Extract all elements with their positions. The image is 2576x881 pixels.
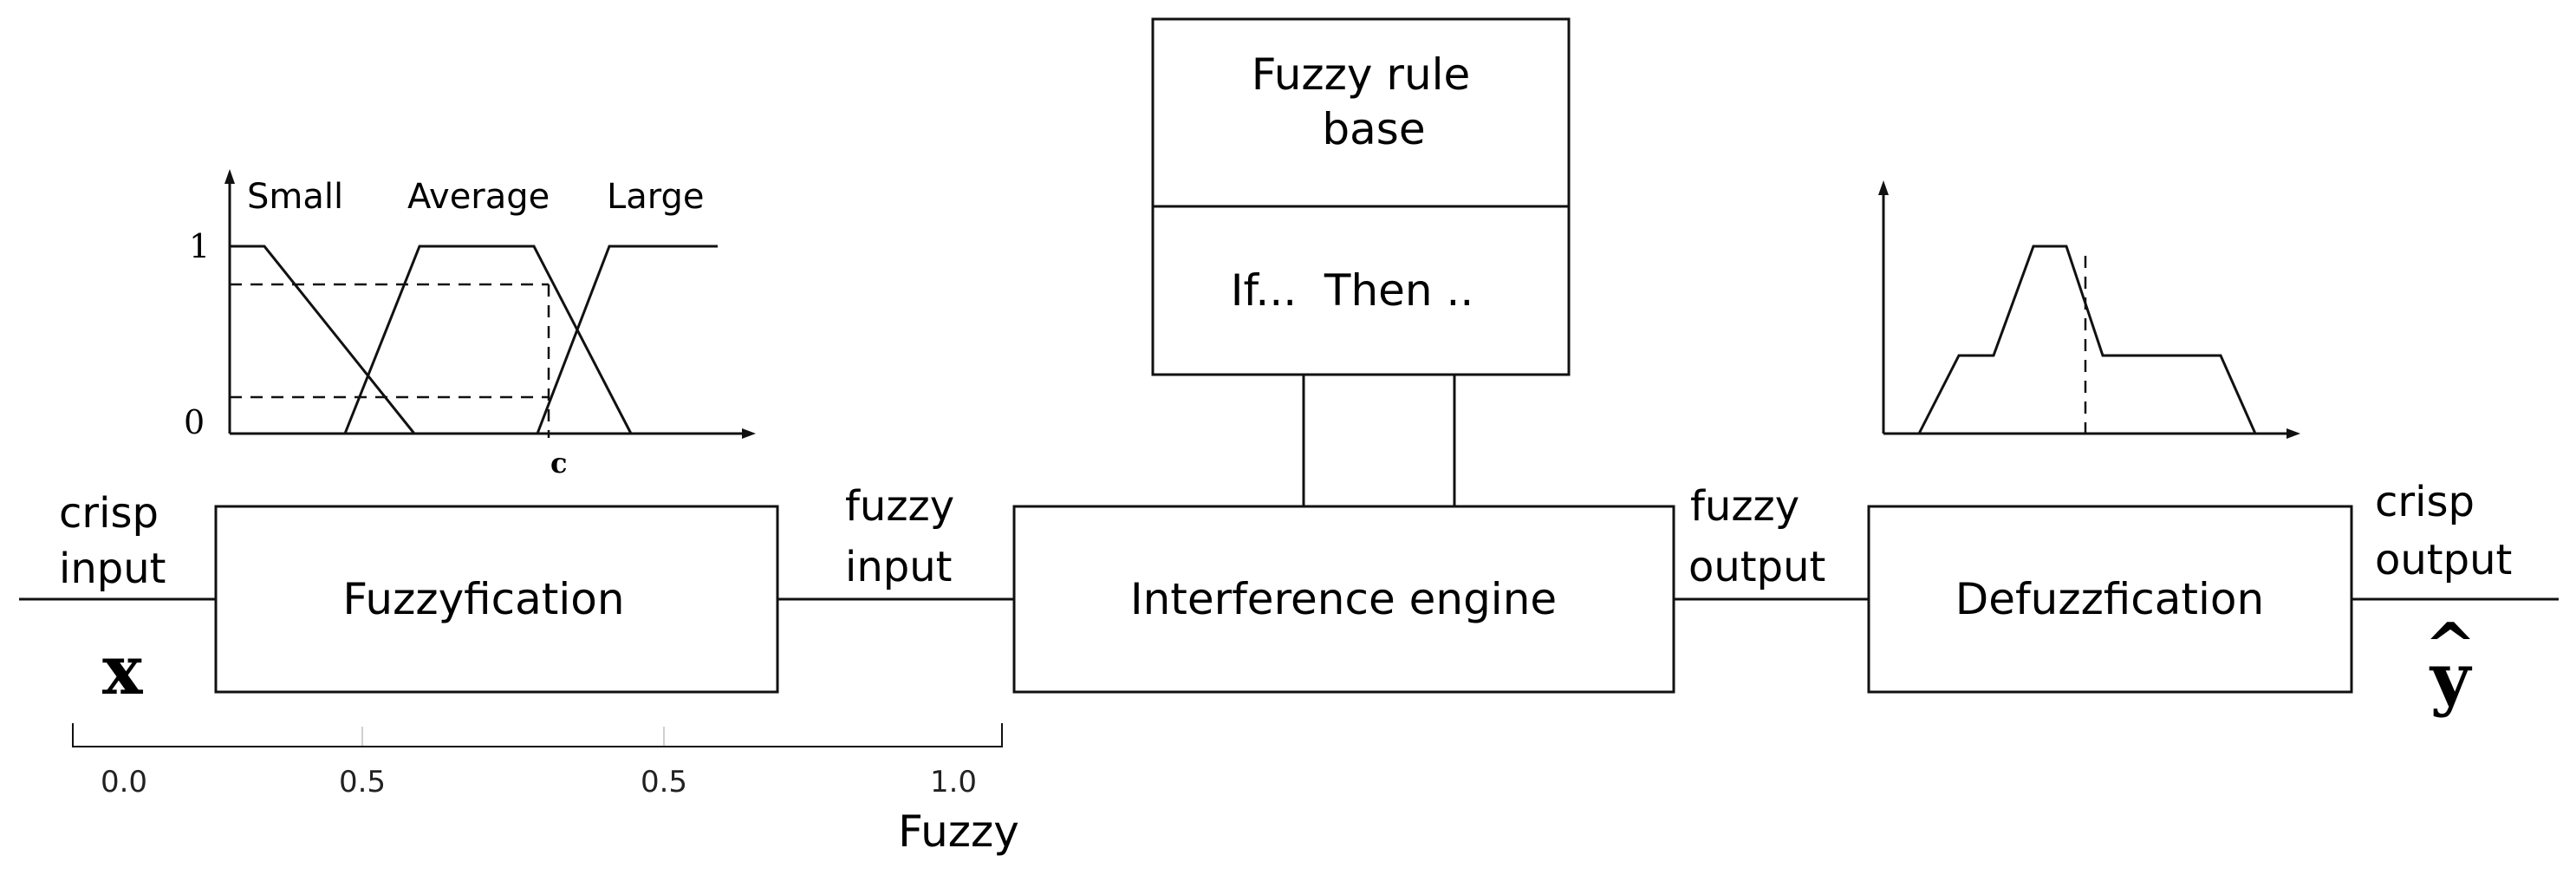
fuzzy-output-label-2: output <box>1688 543 1825 591</box>
fuzzy-input-label-1: fuzzy <box>845 482 954 531</box>
crisp-input-symbol-x: x <box>102 631 144 710</box>
scale-tick-label: 0.0 <box>101 765 147 799</box>
arrow-right-icon <box>742 428 756 439</box>
membership-label-average: Average <box>407 177 550 217</box>
scale-tick-label: 0.5 <box>641 765 687 799</box>
membership-marker-c: c <box>550 447 567 480</box>
membership-label-small: Small <box>247 177 343 217</box>
defuzzification-block <box>1867 505 2353 694</box>
scale-label: Fuzzy <box>898 806 1019 857</box>
crisp-output-symbol-y: y <box>2429 637 2473 719</box>
rule-base-title-line2: base <box>1322 104 1425 154</box>
rule-base-title-line1: Fuzzy rule <box>1252 49 1471 100</box>
defuzzification-label: Defuzzfication <box>1955 574 2264 624</box>
output-hat-accent: ^ <box>2424 609 2476 682</box>
scale-tick-label: 0.5 <box>339 765 386 799</box>
membership-tick-one: 1 <box>189 227 210 265</box>
inference-engine-block <box>1012 505 1675 694</box>
crisp-output-label-1: crisp <box>2375 478 2475 526</box>
output-plot <box>1878 180 2300 439</box>
crisp-output-label-2: output <box>2375 536 2512 584</box>
fuzzification-label: Fuzzyfication <box>342 574 624 624</box>
membership-label-large: Large <box>607 177 705 217</box>
inference-engine-label: Interference engine <box>1130 574 1557 624</box>
fuzzification-block <box>214 505 779 694</box>
membership-curve-large <box>536 245 718 434</box>
fuzzy-output-label-1: fuzzy <box>1690 482 1799 531</box>
arrow-up-icon <box>224 169 235 184</box>
fuzzy-scale: 0.0 0.5 0.5 1.0 Fuzzy <box>72 723 1019 857</box>
output-curve <box>1917 245 2257 434</box>
crisp-input-label-2: input <box>59 545 166 593</box>
crisp-input-label-1: crisp <box>59 489 159 538</box>
membership-curve-small <box>230 245 416 434</box>
fuzzy-input-label-2: input <box>845 543 952 591</box>
membership-plot: 1 0 Small Average Large c <box>184 169 756 480</box>
scale-tick-label: 1.0 <box>930 765 977 799</box>
arrow-right-icon <box>2287 428 2300 439</box>
rule-base-block <box>1151 17 1571 376</box>
rule-base-body: If... Then .. <box>1231 265 1474 316</box>
arrow-up-icon <box>1878 180 1889 195</box>
membership-tick-zero: 0 <box>184 403 205 441</box>
membership-curve-average <box>343 245 633 434</box>
